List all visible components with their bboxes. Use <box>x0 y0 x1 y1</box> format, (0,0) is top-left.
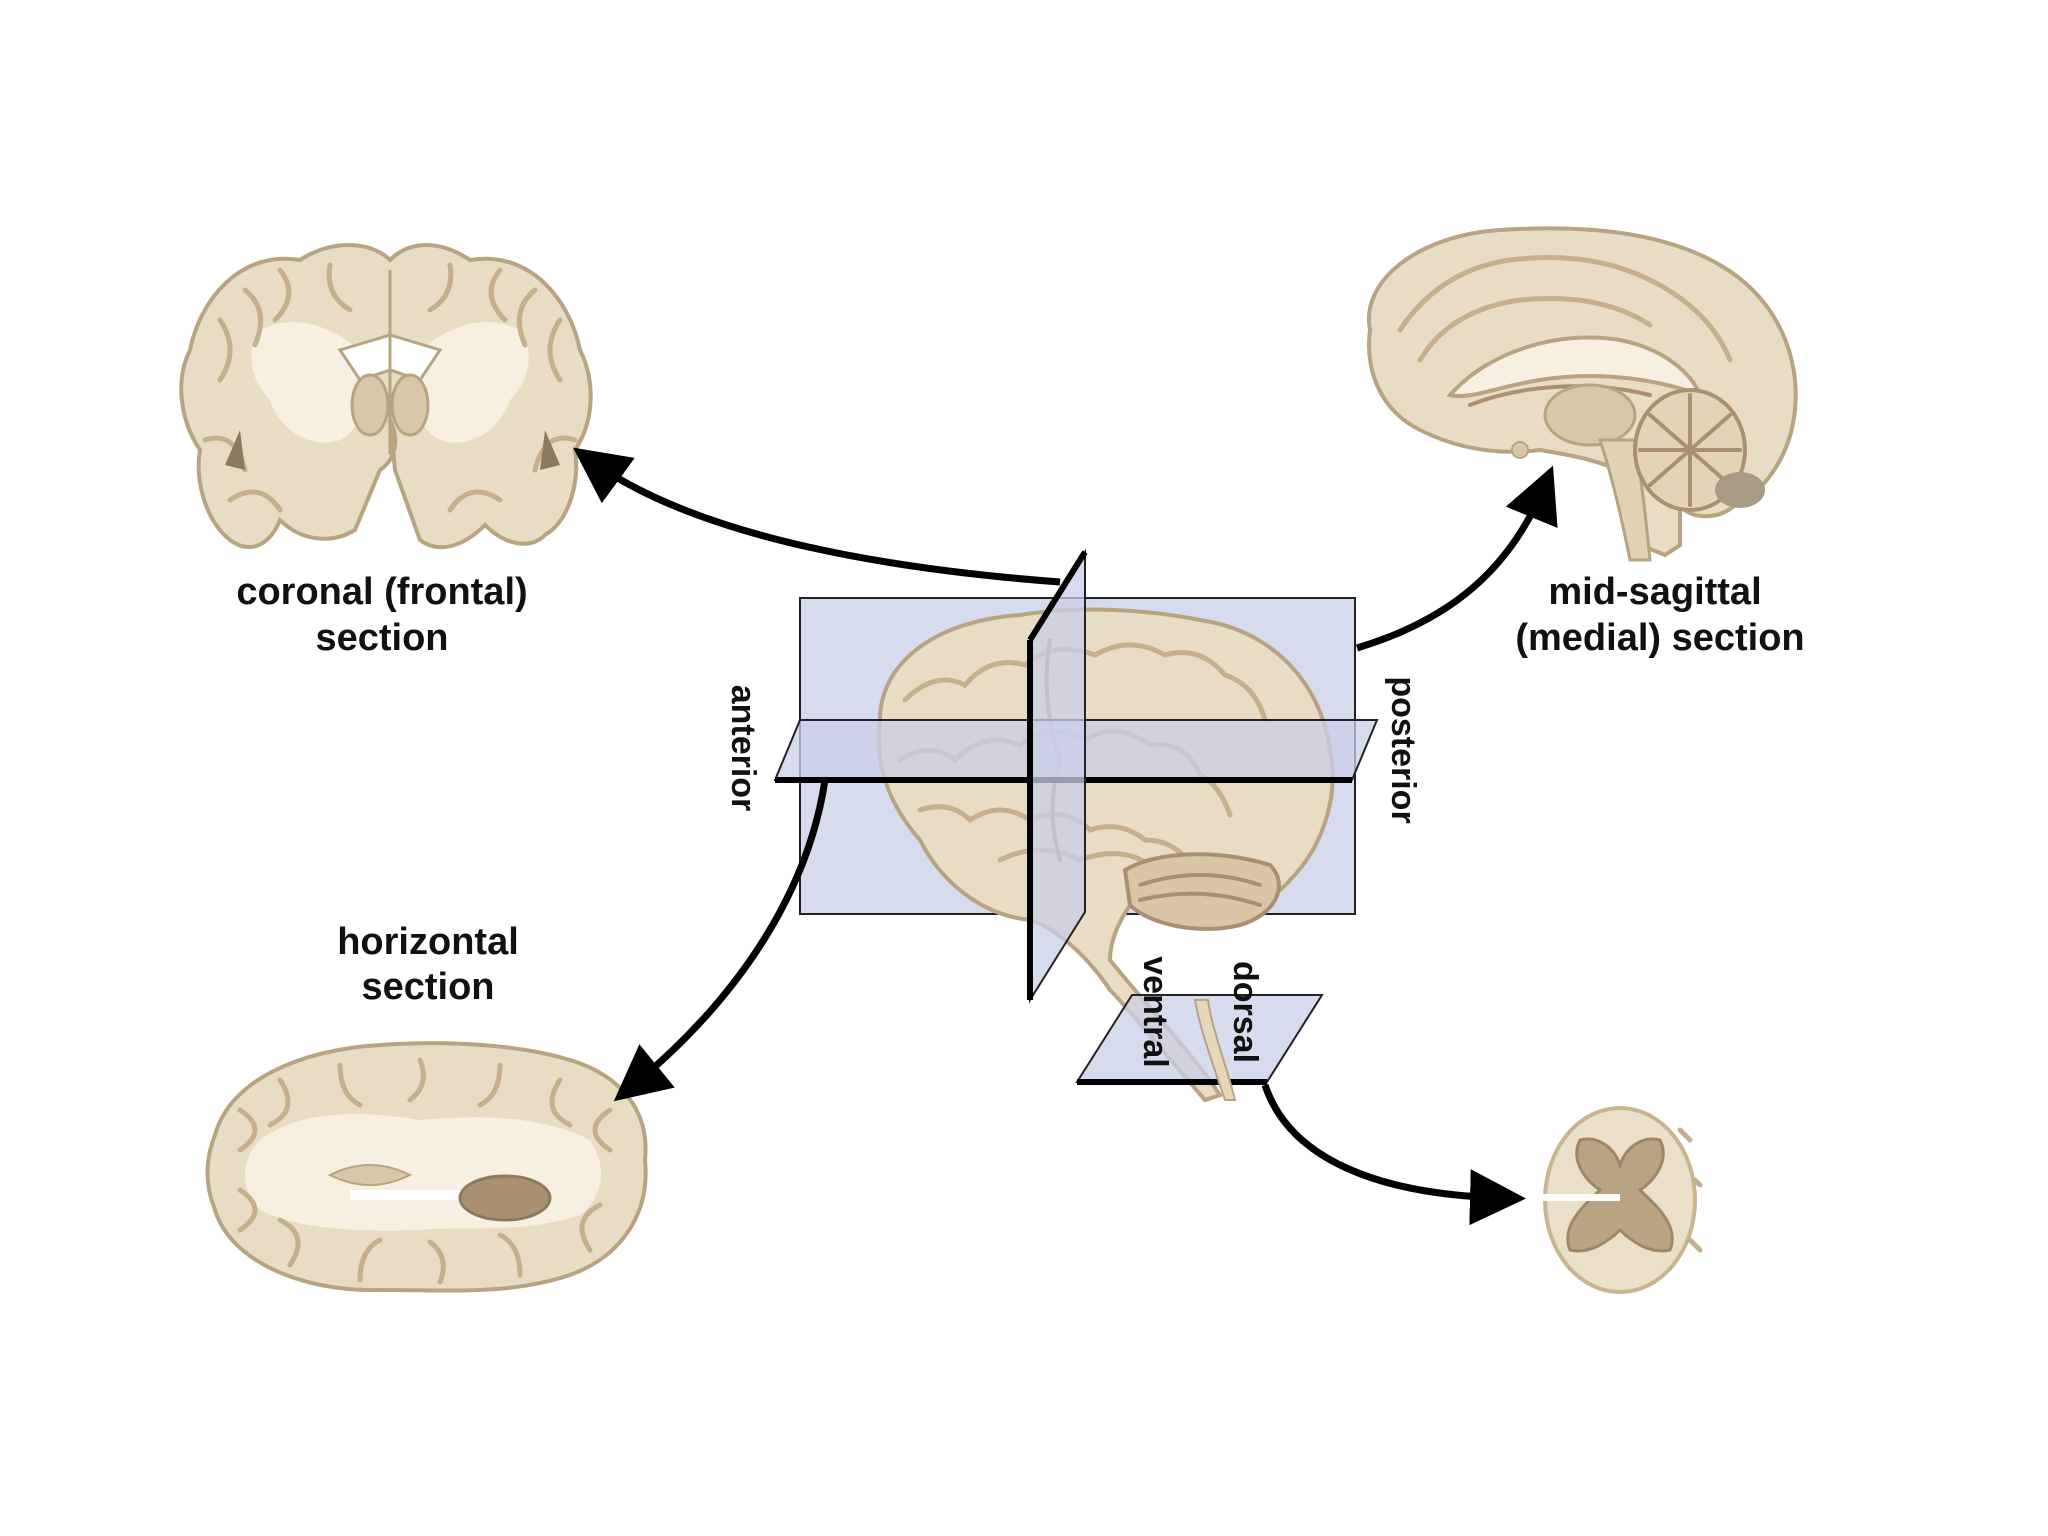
mid-sagittal-section-image <box>1366 226 1798 562</box>
coronal-label-line1: coronal (frontal) <box>236 571 527 613</box>
ventral-label: ventral <box>1136 956 1174 1068</box>
sagittal-label-line1: mid-sagittal <box>1548 571 1761 613</box>
horizontal-label-line2: section <box>361 966 494 1008</box>
arrow-to-spinal <box>1261 1083 1526 1226</box>
arrow-to-coronal <box>573 447 1061 586</box>
horizontal-label-line1: horizontal <box>337 921 519 963</box>
dorsal-label: dorsal <box>1226 961 1264 1063</box>
sagittal-label-line2: (medial) section <box>1515 617 1804 659</box>
coronal-label-line2: section <box>315 617 448 659</box>
arrow-to-sagittal <box>1355 465 1558 652</box>
posterior-label: posterior <box>1384 676 1422 823</box>
anterior-label: anterior <box>724 685 762 812</box>
spinal-cord-section-image <box>1540 1106 1703 1294</box>
arrow-to-horizontal <box>613 779 829 1102</box>
whole-brain-with-planes <box>773 548 1379 1103</box>
coronal-section-image <box>179 243 593 550</box>
horizontal-section-image <box>205 1041 648 1293</box>
